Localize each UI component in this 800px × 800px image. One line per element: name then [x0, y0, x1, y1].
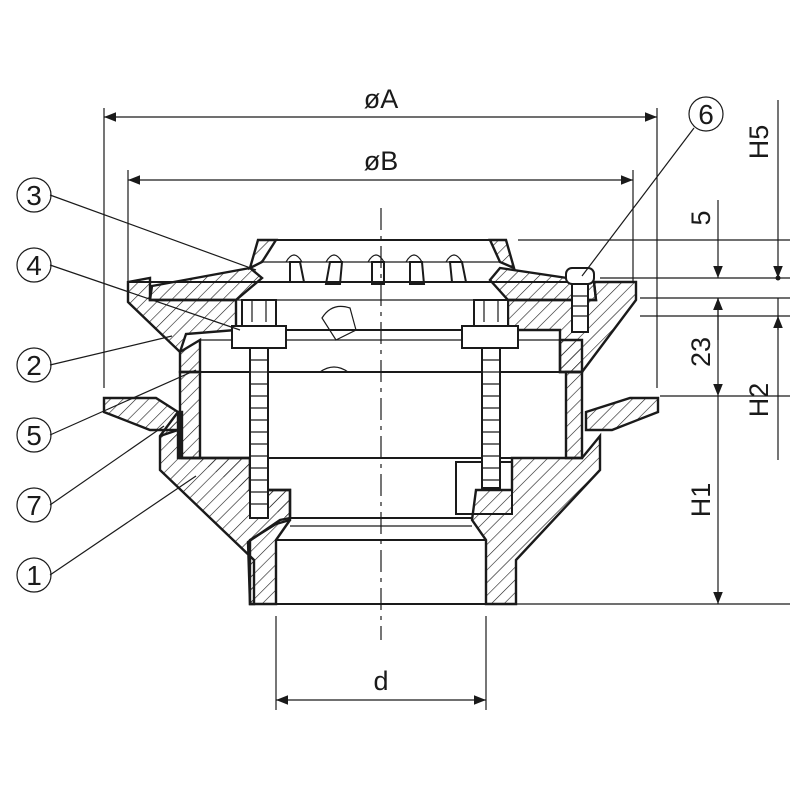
label-height-2: H2 — [744, 383, 774, 418]
part-label-4: 4 — [26, 250, 42, 281]
flange — [102, 396, 660, 432]
dimension-outlet: d — [275, 616, 487, 710]
part-label-1: 1 — [26, 560, 42, 591]
part-label-2: 2 — [26, 350, 42, 381]
dimension-outer-diameter: øA — [103, 84, 658, 388]
callout-6: 6 — [581, 96, 724, 277]
label-inner-diameter: øB — [364, 146, 399, 176]
part-label-3: 3 — [26, 180, 42, 211]
upper-part — [178, 337, 584, 460]
part-label-7: 7 — [26, 490, 42, 521]
callout-5: 5 — [16, 369, 197, 453]
dimension-inner-diameter: øB — [127, 146, 634, 282]
label-thickness: 5 — [686, 210, 716, 225]
label-height-1: H1 — [686, 483, 716, 518]
label-outlet: d — [373, 666, 388, 696]
bolt-left — [231, 299, 287, 519]
label-height-5: H5 — [744, 125, 774, 160]
body — [158, 410, 602, 606]
part-label-5: 5 — [26, 420, 42, 451]
part-label-6: 6 — [698, 99, 714, 130]
callout-7: 7 — [16, 425, 165, 523]
callout-4: 4 — [16, 247, 241, 331]
locking-screw — [565, 267, 595, 333]
bolt-right — [461, 299, 519, 489]
label-gap: 23 — [686, 337, 716, 367]
callout-1: 1 — [16, 475, 197, 593]
dimension-vertical-group: H5 5 23 H2 H1 — [516, 100, 790, 605]
callout-3: 3 — [16, 177, 257, 271]
callout-2: 2 — [16, 335, 173, 383]
label-outer-diameter: øA — [364, 84, 399, 114]
